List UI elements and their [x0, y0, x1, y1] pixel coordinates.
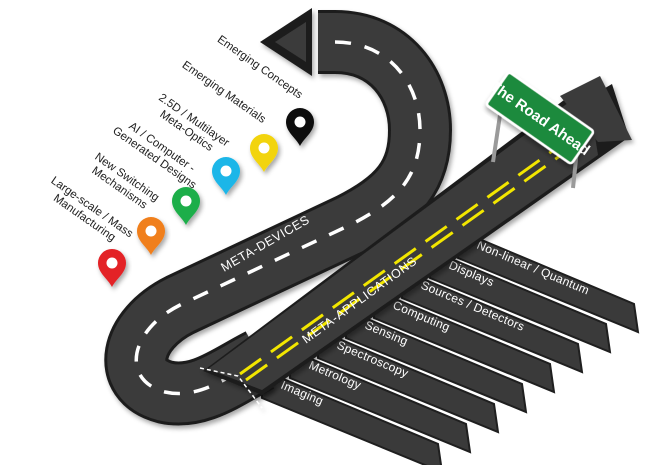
map-pin-icon: [137, 217, 165, 255]
map-pin-icon: [250, 134, 278, 172]
map-pin-icon: [286, 108, 314, 146]
map-pin-icon: [98, 249, 126, 287]
map-pin-icon: [172, 187, 200, 225]
map-pin-icon: [212, 157, 240, 195]
